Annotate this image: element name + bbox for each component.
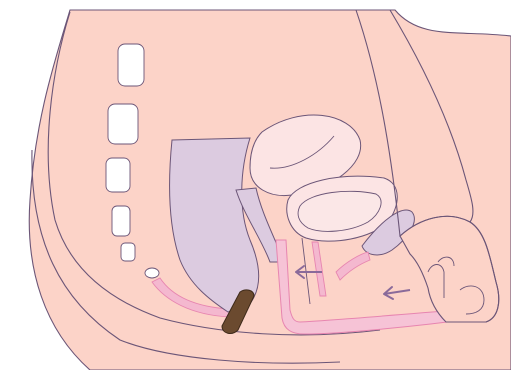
vertebra <box>106 158 130 192</box>
vertebra <box>145 268 159 278</box>
vertebra <box>112 206 130 236</box>
vertebra <box>108 104 138 144</box>
vertebra <box>121 243 135 261</box>
vertebra <box>118 44 144 86</box>
